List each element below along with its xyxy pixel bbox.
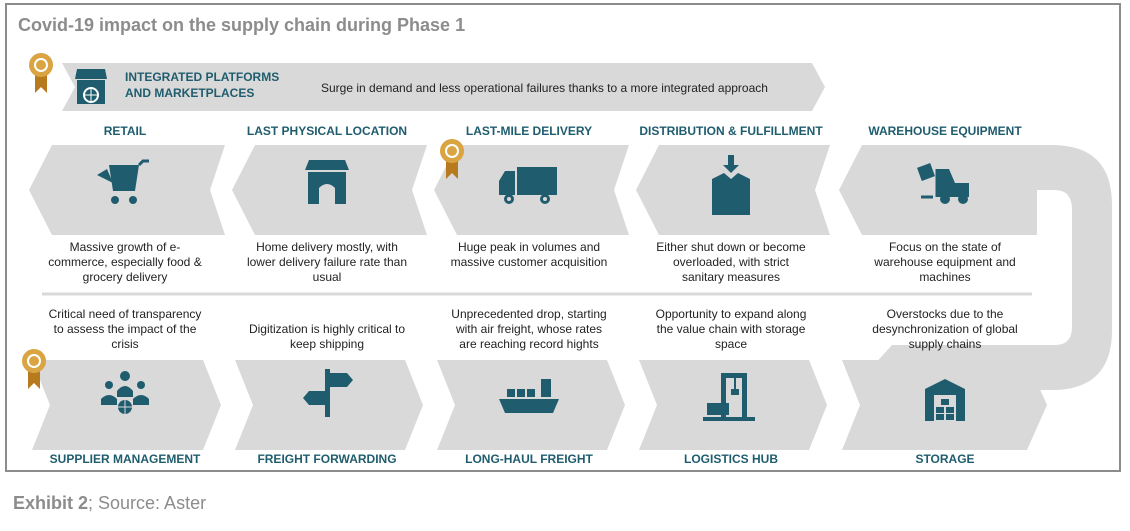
storage-label: STORAGE [915, 452, 974, 466]
warehouse-equipment-label: WAREHOUSE EQUIPMENT [868, 124, 1022, 138]
long-haul-freight-desc-3: are reaching record hights [459, 337, 598, 351]
supplier-management-label: SUPPLIER MANAGEMENT [50, 452, 201, 466]
warehouse-equipment-desc-2: warehouse equipment and [873, 255, 1015, 269]
banner-heading-line1: INTEGRATED PLATFORMS [125, 70, 279, 84]
retail-label: RETAIL [104, 124, 146, 138]
logistics-hub-desc-1: Opportunity to expand along [656, 307, 807, 321]
distribution-fulfillment-desc-1: Either shut down or become [656, 240, 806, 254]
long-haul-freight-label: LONG-HAUL FREIGHT [465, 452, 593, 466]
last-physical-location-desc-1: Home delivery mostly, with [256, 240, 398, 254]
medal-icon-last-mile [440, 139, 464, 179]
bottom-row: Critical need of transparency to assess … [32, 307, 1047, 466]
storefront-icon [305, 160, 349, 204]
delivery-truck-icon [499, 167, 557, 204]
shopping-cart-icon [97, 159, 149, 204]
distribution-fulfillment-desc-3: sanitary measures [682, 270, 780, 284]
last-mile-delivery-desc-1: Huge peak in volumes and [458, 240, 600, 254]
signpost-icon [303, 369, 353, 417]
warehouse-icon [925, 379, 965, 421]
retail-stage: RETAIL Massive growth of e- commerce, es… [29, 124, 225, 284]
last-mile-delivery-stage: LAST-MILE DELIVERY Huge peak in volumes … [434, 124, 629, 269]
warehouse-equipment-stage: WAREHOUSE EQUIPMENT Focus on the state o… [839, 124, 1037, 284]
logistics-hub-stage: Opportunity to expand along the value ch… [639, 307, 827, 466]
diagram-frame: Covid-19 impact on the supply chain duri… [5, 3, 1121, 472]
logistics-hub-label: LOGISTICS HUB [684, 452, 778, 466]
retail-desc-1: Massive growth of e- [70, 240, 181, 254]
supplier-management-desc-2: to assess the impact of the [54, 322, 197, 336]
supplier-management-desc-3: crisis [111, 337, 138, 351]
logistics-hub-desc-2: the value chain with storage [657, 322, 806, 336]
diagram-title: Covid-19 impact on the supply chain duri… [18, 15, 466, 35]
warehouse-equipment-desc-3: machines [919, 270, 970, 284]
medal-icon-supplier [22, 349, 46, 389]
package-icon [712, 155, 750, 215]
storage-desc-3: supply chains [909, 337, 982, 351]
distribution-fulfillment-label: DISTRIBUTION & FULFILLMENT [639, 124, 823, 138]
long-haul-freight-desc-2: with air freight, whose rates [455, 322, 602, 336]
banner-heading-line2: AND MARKETPLACES [125, 86, 254, 100]
distribution-fulfillment-stage: DISTRIBUTION & FULFILLMENT Either shut d… [636, 124, 830, 284]
last-physical-location-desc-2: lower delivery failure rate than [247, 255, 407, 269]
freight-forwarding-label: FREIGHT FORWARDING [257, 452, 396, 466]
storage-desc-1: Overstocks due to the [887, 307, 1004, 321]
banner-chevron [62, 63, 825, 111]
forklift-icon [917, 163, 969, 204]
caption-source: ; Source: Aster [88, 493, 207, 513]
banner-description: Surge in demand and less operational fai… [321, 81, 768, 95]
supplier-management-stage: Critical need of transparency to assess … [32, 307, 221, 466]
supply-chain-diagram: INTEGRATED PLATFORMS AND MARKETPLACES Su… [22, 53, 1112, 466]
long-haul-freight-stage: Unprecedented drop, starting with air fr… [437, 307, 625, 466]
warehouse-equipment-desc-1: Focus on the state of [889, 240, 1002, 254]
long-haul-freight-desc-1: Unprecedented drop, starting [451, 307, 606, 321]
last-physical-location-stage: LAST PHYSICAL LOCATION Home delivery mos… [232, 124, 427, 284]
last-mile-delivery-label: LAST-MILE DELIVERY [466, 124, 592, 138]
last-physical-location-desc-3: usual [313, 270, 342, 284]
freight-forwarding-desc-2: keep shipping [290, 337, 364, 351]
exhibit-caption: Exhibit 2; Source: Aster [13, 493, 206, 514]
freight-forwarding-desc-1: Digitization is highly critical to [249, 322, 405, 336]
last-mile-delivery-desc-2: massive customer acquisition [451, 255, 608, 269]
storage-stage: Overstocks due to the desynchronization … [842, 307, 1047, 466]
cargo-ship-icon [499, 379, 559, 413]
freight-forwarding-stage: Digitization is highly critical to keep … [235, 322, 423, 466]
logistics-hub-desc-3: space [715, 337, 747, 351]
caption-bold: Exhibit 2 [13, 493, 89, 513]
crane-icon [703, 373, 755, 421]
supplier-management-desc-1: Critical need of transparency [49, 307, 202, 321]
people-network-icon [101, 371, 149, 414]
retail-desc-2: commerce, especially food & [48, 255, 201, 269]
last-physical-location-label: LAST PHYSICAL LOCATION [247, 124, 407, 138]
top-row: RETAIL Massive growth of e- commerce, es… [29, 124, 1037, 284]
storage-desc-2: desynchronization of global [872, 322, 1017, 336]
banner-marketplace-icon [75, 69, 107, 104]
medal-icon-banner [29, 53, 53, 93]
retail-desc-3: grocery delivery [83, 270, 168, 284]
distribution-fulfillment-desc-2: overloaded, with strict [673, 255, 790, 269]
logistics-hub-chevron [639, 360, 827, 450]
